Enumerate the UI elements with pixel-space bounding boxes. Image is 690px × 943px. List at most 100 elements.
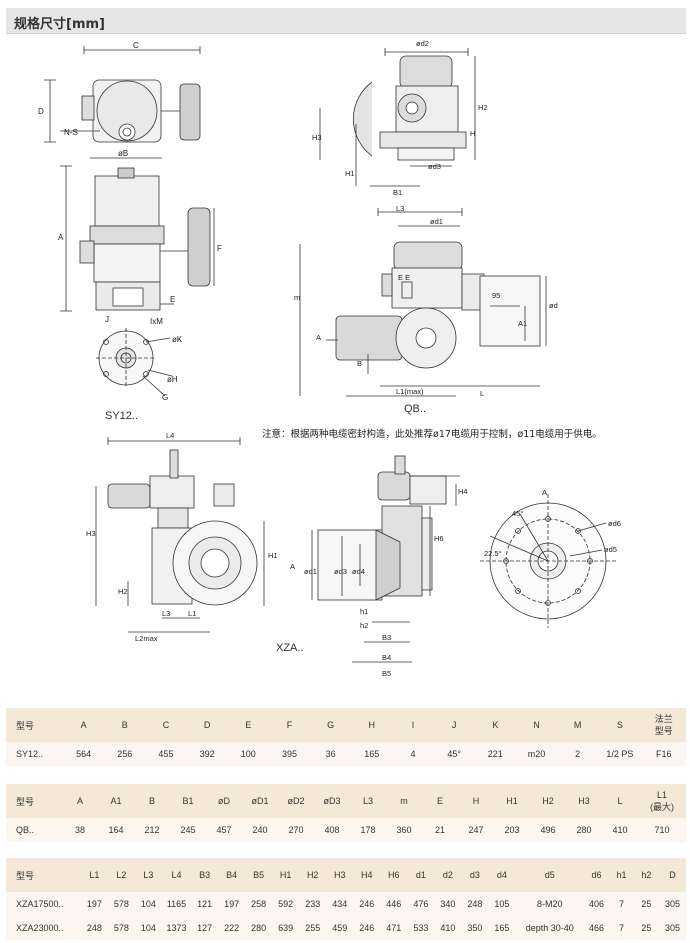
- cell: 246: [353, 892, 381, 916]
- table-row: QB.. 38 164 212 245 457 240 270 408 178 …: [6, 818, 686, 842]
- cell: 533: [407, 916, 435, 940]
- xza-label-flange-a: A: [542, 488, 547, 497]
- header-cell: B1: [170, 784, 206, 818]
- qb-label-d1: ød1: [430, 217, 443, 226]
- header-cell: F: [268, 708, 311, 742]
- header-cell: B3: [191, 858, 219, 892]
- header-cell: D: [186, 708, 228, 742]
- cell: 258: [245, 892, 273, 916]
- header-cell: d6: [584, 858, 609, 892]
- cell: 710: [638, 818, 686, 842]
- xza-label-h3: H3: [86, 529, 96, 538]
- sy-label-a: A: [58, 233, 64, 242]
- header-cell: L3: [134, 858, 162, 892]
- header-cell: L1 (最大): [638, 784, 686, 818]
- cell: 104: [134, 892, 162, 916]
- cell: 392: [186, 742, 228, 766]
- cell: 466: [584, 916, 609, 940]
- cell: 105: [488, 892, 516, 916]
- cell: 222: [218, 916, 246, 940]
- cell: 45°: [433, 742, 475, 766]
- cell: 305: [658, 892, 686, 916]
- cell: XZA17500..: [6, 892, 81, 916]
- cell: 38: [62, 818, 98, 842]
- cell: 25: [633, 892, 659, 916]
- cell: 1/2 PS: [598, 742, 642, 766]
- cell: 100: [227, 742, 269, 766]
- cell: 305: [658, 916, 686, 940]
- table-row: SY12.. 564 256 455 392 100 395 36 165 4 …: [6, 742, 686, 766]
- header-cell: øD2: [278, 784, 314, 818]
- qb-label-h3: H3: [312, 133, 322, 142]
- sy-label-f: F: [217, 244, 222, 253]
- header-cell: d5: [515, 858, 585, 892]
- header-cell: C: [145, 708, 187, 742]
- xza-label-d6: ød6: [608, 519, 621, 528]
- xza-label-h2: H2: [118, 587, 128, 596]
- cell: 476: [407, 892, 435, 916]
- xza-mid-drawing: [311, 455, 460, 663]
- cell: m20: [515, 742, 558, 766]
- cell: 104: [134, 916, 162, 940]
- header-cell: øD1: [242, 784, 278, 818]
- cell: 496: [530, 818, 566, 842]
- header-cell: L3: [350, 784, 386, 818]
- header-cell: S: [598, 708, 642, 742]
- cell: 165: [488, 916, 516, 940]
- cell: 7: [609, 892, 634, 916]
- header-cell: øD: [206, 784, 242, 818]
- cell: 350: [461, 916, 489, 940]
- cable-note: 注意：根据两种电缆密封构造，此处推荐ø17电缆用于控制，ø11电缆用于供电。: [262, 429, 602, 440]
- cell: 164: [98, 818, 134, 842]
- xza-label-h2s: h2: [360, 621, 368, 630]
- table-row: XZA23000.. 248 578 104 1373 127 222 280 …: [6, 916, 686, 940]
- cell: 203: [494, 818, 530, 842]
- cell: 197: [218, 892, 246, 916]
- sy-label-e: E: [170, 295, 175, 304]
- xza-label-d4: ød4: [352, 567, 365, 576]
- xza-label-l4: L4: [166, 431, 174, 440]
- cell: 410: [434, 916, 462, 940]
- header-cell: N: [515, 708, 558, 742]
- cell: 21: [422, 818, 458, 842]
- header-cell: A: [63, 708, 105, 742]
- cell: 2: [557, 742, 599, 766]
- cell: 255: [299, 916, 327, 940]
- cell: 270: [278, 818, 314, 842]
- header-cell: I: [392, 708, 434, 742]
- header-cell: L: [602, 784, 638, 818]
- header-cell: 型号: [6, 708, 64, 742]
- header-cell: d4: [488, 858, 516, 892]
- header-cell: H3: [326, 858, 354, 892]
- spec-table-sy: 型号 A B C D E F G H I J K N M S 法兰 型号 SY1…: [6, 708, 686, 766]
- xza-label-b3: B3: [382, 633, 391, 642]
- cell: 248: [461, 892, 489, 916]
- caption-sy12: SY12..: [105, 410, 139, 422]
- cell: 197: [80, 892, 108, 916]
- cell: 340: [434, 892, 462, 916]
- header-cell: H2: [530, 784, 566, 818]
- header-cell: L1: [80, 858, 108, 892]
- qb-label-h: H: [470, 129, 475, 138]
- xza-label-h4: H4: [458, 487, 468, 496]
- header-cell: H1: [272, 858, 300, 892]
- cell: 360: [386, 818, 422, 842]
- qb-label-m: m: [294, 293, 300, 302]
- cell: XZA23000..: [6, 916, 81, 940]
- cell: 127: [191, 916, 219, 940]
- cell: 25: [633, 916, 659, 940]
- header-cell: B4: [218, 858, 246, 892]
- sy-label-ixm: IxM: [150, 317, 163, 326]
- qb-label-a: A: [316, 333, 321, 342]
- xza-label-b5: B5: [382, 669, 391, 678]
- caption-qb: QB..: [404, 403, 427, 415]
- sy-label-b: øB: [118, 149, 128, 158]
- cell: QB..: [6, 818, 62, 842]
- cell: 121: [191, 892, 219, 916]
- table-row: XZA17500.. 197 578 104 1165 121 197 258 …: [6, 892, 686, 916]
- xza-label-h1s: h1: [360, 607, 368, 616]
- sy12-drawing: [44, 46, 215, 397]
- cell: 178: [350, 818, 386, 842]
- cell: 395: [268, 742, 311, 766]
- header-cell: 法兰 型号: [641, 708, 686, 742]
